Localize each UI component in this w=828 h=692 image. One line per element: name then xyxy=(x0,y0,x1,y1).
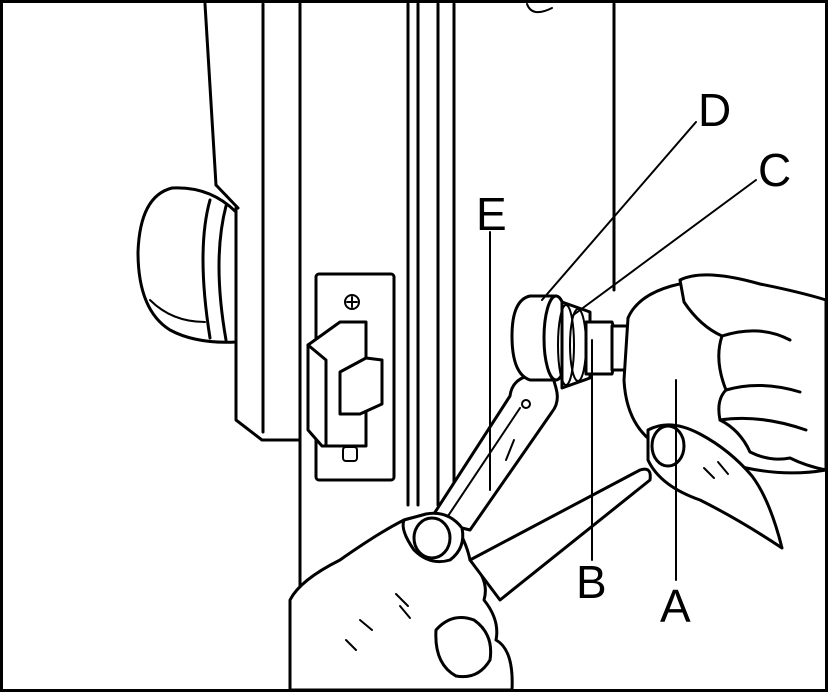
lock-cylinder xyxy=(510,294,634,390)
strike-plate xyxy=(306,272,396,482)
left-hand xyxy=(288,467,652,692)
label-a: A xyxy=(660,580,691,632)
leader-line-d xyxy=(541,121,697,301)
label-e: E xyxy=(476,188,507,240)
door-frame xyxy=(203,2,616,692)
deadbolt-knob xyxy=(136,186,238,344)
leader-line-c xyxy=(571,179,757,317)
label-d: D xyxy=(698,84,731,136)
label-c: C xyxy=(758,144,791,196)
label-b: B xyxy=(576,556,607,608)
leader-lines xyxy=(489,121,757,581)
